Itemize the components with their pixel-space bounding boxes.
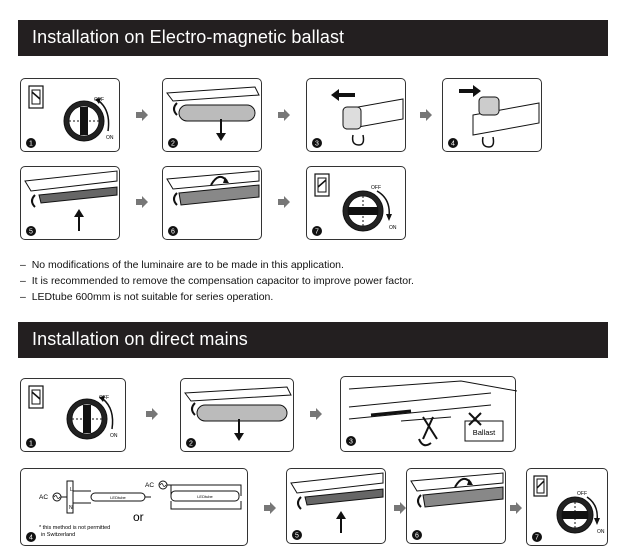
step-1-switch-off: OFF ON 1 xyxy=(20,378,126,452)
next-arrow-icon xyxy=(310,408,322,420)
step-number: 3 xyxy=(315,141,319,148)
next-arrow-icon xyxy=(510,502,522,514)
next-arrow-icon xyxy=(264,502,276,514)
step-3-cut-ballast: Ballast 3 xyxy=(340,376,517,452)
step-2-remove-tube: 2 xyxy=(180,378,294,452)
or-label: or xyxy=(133,510,144,524)
step-4-wiring-diagram: AC L N LEDtube or AC LEDtube * this meth… xyxy=(20,468,248,546)
next-arrow-icon xyxy=(278,196,290,208)
insert-starter-illustration: 4 xyxy=(448,85,540,148)
on-label: ON xyxy=(597,529,605,535)
note-item: – It is recommended to remove the compen… xyxy=(20,275,414,287)
step-4-insert-starter: 4 xyxy=(442,78,542,152)
step-number: 6 xyxy=(415,533,419,540)
switch-on-illustration: OFF ON 7 xyxy=(312,173,397,236)
next-arrow-icon xyxy=(420,109,432,121)
step-number: 1 xyxy=(29,141,33,148)
next-arrow-icon xyxy=(278,109,290,121)
tube-label: LEDtube xyxy=(197,494,213,499)
on-label: ON xyxy=(106,135,114,141)
step-3-remove-starter: 3 xyxy=(306,78,406,152)
l-label: L xyxy=(70,487,73,493)
ac-label: AC xyxy=(145,482,154,489)
on-label: ON xyxy=(110,433,118,439)
ballast-label: Ballast xyxy=(473,428,496,437)
section-title: Installation on direct mains xyxy=(32,329,248,349)
step-number: 3 xyxy=(349,439,353,446)
next-arrow-icon xyxy=(146,408,158,420)
switch-off-illustration: OFF ON 1 xyxy=(26,85,114,148)
step-6-rotate-ledtube: 6 xyxy=(406,468,506,544)
step-number: 1 xyxy=(29,441,33,448)
note-item: – No modifications of the luminaire are … xyxy=(20,259,344,271)
note-item: – LEDtube 600mm is not suitable for seri… xyxy=(20,291,274,303)
section-banner-direct-mains: Installation on direct mains xyxy=(18,322,608,358)
step-number: 2 xyxy=(189,441,193,448)
step-2-remove-tube: 2 xyxy=(162,78,262,152)
step-6-rotate-ledtube: 6 xyxy=(162,166,262,240)
off-label: OFF xyxy=(99,395,109,401)
next-arrow-icon xyxy=(136,196,148,208)
off-label: OFF xyxy=(577,491,587,497)
n-label: N xyxy=(69,505,73,511)
section-title: Installation on Electro-magnetic ballast xyxy=(32,27,345,47)
footnote-line: * this method is not permitted xyxy=(39,525,110,531)
tube-label: LEDtube xyxy=(110,495,126,500)
step-number: 4 xyxy=(451,141,455,148)
cut-ballast-illustration: Ballast 3 xyxy=(346,380,517,447)
step-number: 6 xyxy=(171,229,175,236)
section-banner-electromagnetic: Installation on Electro-magnetic ballast xyxy=(18,20,608,56)
rotate-ledtube-illustration: 6 xyxy=(410,472,504,540)
step-number: 5 xyxy=(29,229,33,236)
step-number: 2 xyxy=(171,141,175,148)
wiring-diagram-illustration: AC L N LEDtube or AC LEDtube * this meth… xyxy=(26,480,242,542)
off-label: OFF xyxy=(94,97,104,103)
switch-off-illustration: OFF ON 1 xyxy=(26,385,118,448)
ac-label: AC xyxy=(39,494,48,501)
next-arrow-icon xyxy=(394,502,406,514)
insert-ledtube-illustration: 5 xyxy=(24,170,118,236)
remove-tube-illustration: 2 xyxy=(166,86,260,148)
step-number: 7 xyxy=(315,229,319,236)
off-label: OFF xyxy=(371,185,381,191)
insert-ledtube-illustration: 5 xyxy=(290,472,384,540)
footnote-line: in Switzerland xyxy=(41,532,75,538)
next-arrow-icon xyxy=(136,109,148,121)
step-7-switch-on: OFF ON 7 xyxy=(526,468,608,546)
step-5-insert-ledtube: 5 xyxy=(286,468,386,544)
notes-list: – No modifications of the luminaire are … xyxy=(20,257,414,305)
step-1-switch-off: OFF ON 1 xyxy=(20,78,120,152)
step-number: 7 xyxy=(535,535,539,542)
rotate-ledtube-illustration: 6 xyxy=(166,170,260,236)
remove-starter-illustration: 3 xyxy=(312,89,404,148)
remove-tube-illustration: 2 xyxy=(184,386,292,448)
switch-on-illustration: OFF ON 7 xyxy=(532,475,605,542)
on-label: ON xyxy=(389,225,397,231)
step-number: 5 xyxy=(295,533,299,540)
step-7-switch-on: OFF ON 7 xyxy=(306,166,406,240)
step-5-insert-ledtube: 5 xyxy=(20,166,120,240)
step-number: 4 xyxy=(29,535,33,542)
